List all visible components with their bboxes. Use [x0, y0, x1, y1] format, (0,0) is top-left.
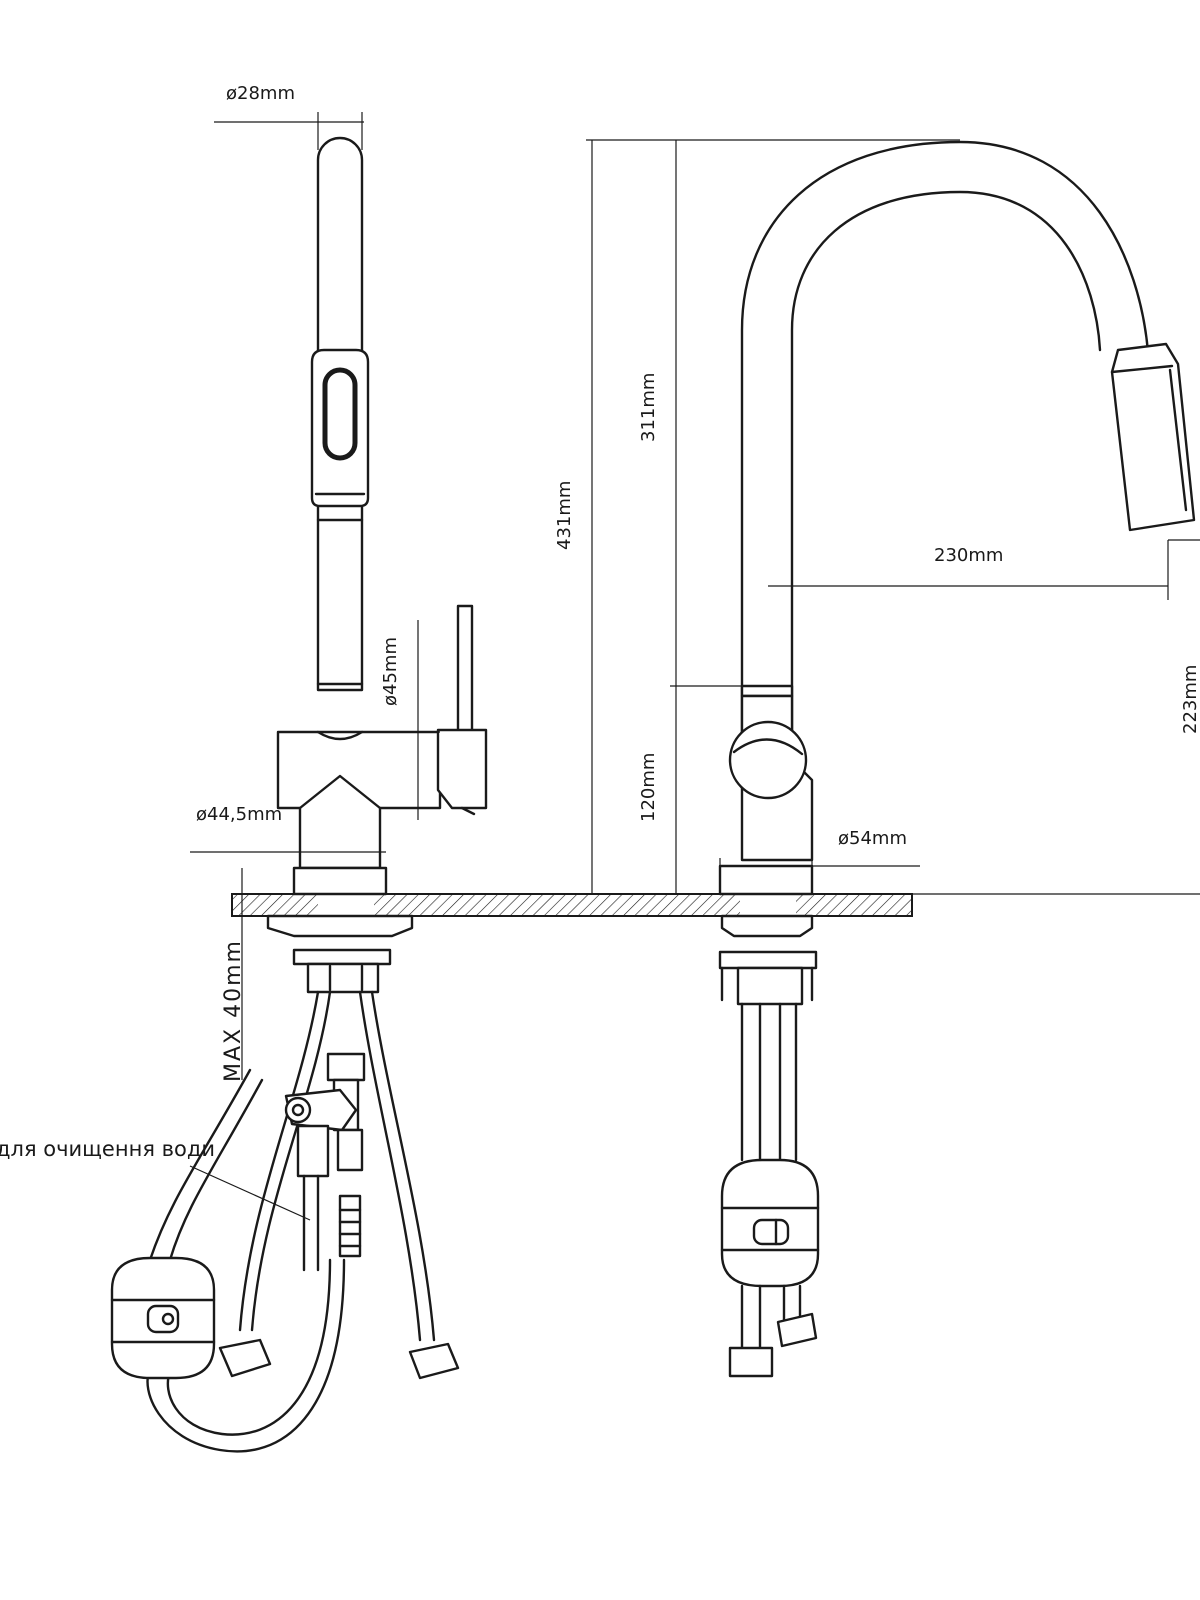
label-dia-base-left: ø44,5mm: [196, 804, 282, 825]
gooseneck-inner: [790, 190, 1102, 742]
side-view-faucet: [718, 140, 1196, 1378]
label-height-body: 120mm: [638, 753, 659, 822]
countertop: [231, 892, 1200, 918]
spray-hose: [148, 1068, 252, 1262]
lever-hub: [436, 728, 488, 810]
side-base-collar: [718, 864, 814, 896]
hot-hose: [358, 990, 422, 1342]
label-reach: 230mm: [934, 545, 1003, 566]
label-dia-base-right: ø54mm: [838, 828, 907, 849]
spray-button-icon: [322, 367, 358, 461]
dimension-labels: ø28mm ø45mm ø44,5mm MAX 40mm 431mm 311mm…: [0, 83, 1200, 1161]
label-height-total: 431mm: [554, 481, 575, 550]
hose-nut-left: [218, 1338, 272, 1378]
side-clip-icon: [752, 1218, 790, 1246]
gooseneck-outer: [740, 140, 1150, 742]
label-height-outlet: 223mm: [1180, 665, 1200, 734]
body-block: [276, 730, 442, 870]
front-view-faucet: [110, 136, 488, 1453]
label-height-spout: 311mm: [638, 373, 659, 442]
cold-hose: [238, 990, 320, 1332]
lever-handle: [456, 604, 474, 734]
label-max-thickness: MAX 40mm: [221, 939, 246, 1082]
label-filter-note: для очищення води: [0, 1137, 215, 1161]
label-dia-spout-top: ø28mm: [226, 83, 295, 104]
hose-nut-right: [408, 1342, 460, 1380]
label-dia-body: ø45mm: [380, 637, 401, 706]
side-lever-disc: [728, 720, 808, 800]
dimension-lines: [189, 112, 1200, 1221]
base-collar: [292, 866, 388, 896]
